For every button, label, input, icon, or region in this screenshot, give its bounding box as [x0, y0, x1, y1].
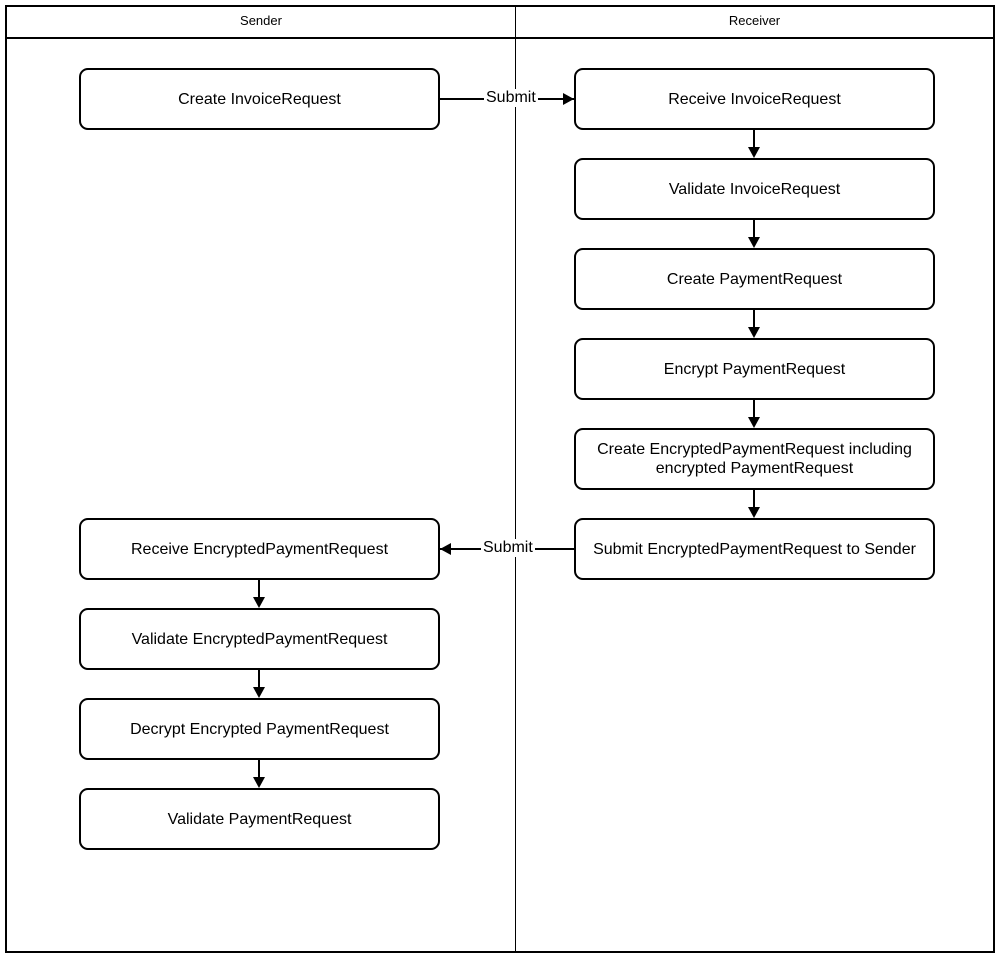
- lane-header-receiver: Receiver: [728, 13, 781, 28]
- node-validate-payment-request[interactable]: Validate PaymentRequest: [79, 788, 440, 850]
- arrowhead-down-submit-encrypted: [748, 507, 760, 518]
- arrowhead-down-encrypt-payment: [748, 327, 760, 338]
- connector-validate-invoice-to-create-payment: [753, 220, 755, 240]
- node-validate-invoice-request[interactable]: Validate InvoiceRequest: [574, 158, 935, 220]
- connector-receive-to-validate-invoice: [753, 130, 755, 150]
- lane-header-divider: [5, 37, 995, 39]
- node-encrypt-payment-request[interactable]: Encrypt PaymentRequest: [574, 338, 935, 400]
- arrowhead-right-receive-invoice: [563, 93, 574, 105]
- arrowhead-left-receive-encrypted: [440, 543, 451, 555]
- connector-decrypt-to-validate-payment: [258, 760, 260, 780]
- edge-label-submit-to-sender: Submit: [481, 539, 535, 557]
- connector-validate-encrypted-to-decrypt: [258, 670, 260, 690]
- connector-encrypt-payment-to-create-encrypted: [753, 400, 755, 420]
- node-create-encrypted-payment-request[interactable]: Create EncryptedPaymentRequest including…: [574, 428, 935, 490]
- arrowhead-down-validate-payment: [253, 777, 265, 788]
- connector-create-payment-to-encrypt-payment: [753, 310, 755, 330]
- node-receive-encrypted-payment-request[interactable]: Receive EncryptedPaymentRequest: [79, 518, 440, 580]
- arrowhead-down-decrypt: [253, 687, 265, 698]
- edge-label-submit-to-receiver: Submit: [484, 89, 538, 107]
- node-create-payment-request[interactable]: Create PaymentRequest: [574, 248, 935, 310]
- arrowhead-down-validate-invoice: [748, 147, 760, 158]
- arrowhead-down-validate-encrypted: [253, 597, 265, 608]
- node-validate-encrypted-payment-request[interactable]: Validate EncryptedPaymentRequest: [79, 608, 440, 670]
- connector-create-encrypted-to-submit: [753, 490, 755, 510]
- lane-header-sender: Sender: [240, 13, 282, 28]
- node-create-invoice-request[interactable]: Create InvoiceRequest: [79, 68, 440, 130]
- node-decrypt-encrypted-payment-request[interactable]: Decrypt Encrypted PaymentRequest: [79, 698, 440, 760]
- arrowhead-down-create-encrypted: [748, 417, 760, 428]
- node-receive-invoice-request[interactable]: Receive InvoiceRequest: [574, 68, 935, 130]
- node-submit-encrypted-payment-request[interactable]: Submit EncryptedPaymentRequest to Sender: [574, 518, 935, 580]
- connector-receive-encrypted-to-validate-encrypted: [258, 580, 260, 600]
- arrowhead-down-create-payment: [748, 237, 760, 248]
- lane-vertical-divider: [515, 7, 516, 951]
